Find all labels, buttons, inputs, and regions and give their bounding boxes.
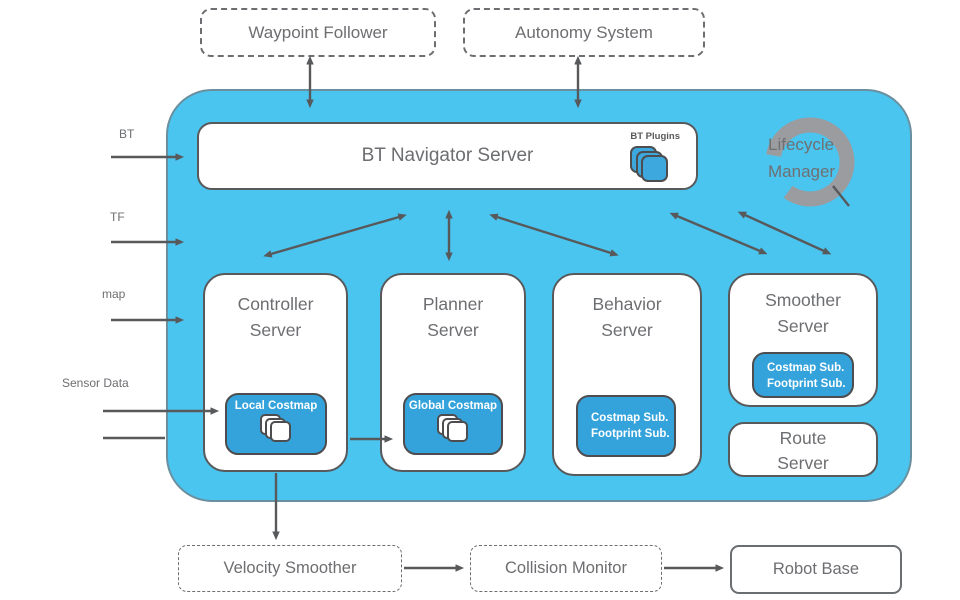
input-label-bt: BT <box>119 127 135 141</box>
collision-monitor-label: Collision Monitor <box>505 559 627 577</box>
lifecycle-manager-line1: Lifecycle <box>768 135 835 154</box>
robot-base-node: Robot Base <box>730 545 902 594</box>
velocity-smoother-node: Velocity Smoother <box>178 545 402 592</box>
lifecycle-manager-line2: Manager <box>768 162 836 181</box>
bt-plugins-stacked-squares-icon <box>630 146 670 184</box>
bt-navigator-server-title: BT Navigator Server <box>361 145 534 166</box>
lifecycle-loop-icon <box>765 117 855 207</box>
lifecycle-manager-label: Lifecycle Manager <box>768 131 858 185</box>
global-costmap-label: Global Costmap <box>408 400 498 412</box>
behavior-footprint-sub-label: Footprint Sub. <box>591 427 670 440</box>
behavior-server-title-line2: Server <box>601 320 653 340</box>
planner-server-title-line1: Planner <box>422 294 484 314</box>
smoother-server-title-line2: Server <box>777 316 829 336</box>
route-server-title-line1: Route <box>779 428 827 448</box>
route-server-title-line2: Server <box>777 453 829 473</box>
controller-server-title-line1: Controller <box>237 294 314 314</box>
route-server-box: Route Server <box>728 422 878 477</box>
waypoint-follower-label: Waypoint Follower <box>248 22 388 42</box>
waypoint-follower-node: Waypoint Follower <box>200 8 436 57</box>
autonomy-system-label: Autonomy System <box>515 22 653 42</box>
bt-navigator-server-box: BT Navigator Server <box>197 122 698 190</box>
autonomy-system-node: Autonomy System <box>463 8 705 57</box>
smoother-footprint-sub-label: Footprint Sub. <box>767 377 846 390</box>
behavior-server-title-line1: Behavior <box>592 294 662 314</box>
controller-server-title-line2: Server <box>249 320 302 340</box>
smoother-server-title-line1: Smoother <box>765 290 841 310</box>
velocity-smoother-label: Velocity Smoother <box>223 559 357 577</box>
collision-monitor-node: Collision Monitor <box>470 545 662 592</box>
robot-base-label: Robot Base <box>772 560 860 578</box>
input-label-sensor-data: Sensor Data <box>62 376 129 390</box>
input-label-map: map <box>102 287 126 301</box>
planner-server-title-line2: Server <box>427 320 479 340</box>
behavior-subscribers-box: Costmap Sub. Footprint Sub. <box>576 395 676 457</box>
behavior-costmap-sub-label: Costmap Sub. <box>591 412 669 424</box>
local-costmap-label: Local Costmap <box>234 400 318 412</box>
input-label-tf: TF <box>110 210 125 224</box>
smoother-subscribers-box: Costmap Sub. Footprint Sub. <box>752 352 854 398</box>
bt-plugins-label: BT Plugins <box>630 131 680 142</box>
global-costmap-stacked-squares-icon <box>437 414 469 444</box>
smoother-costmap-sub-label: Costmap Sub. <box>767 362 845 374</box>
local-costmap-stacked-squares-icon <box>260 414 292 444</box>
